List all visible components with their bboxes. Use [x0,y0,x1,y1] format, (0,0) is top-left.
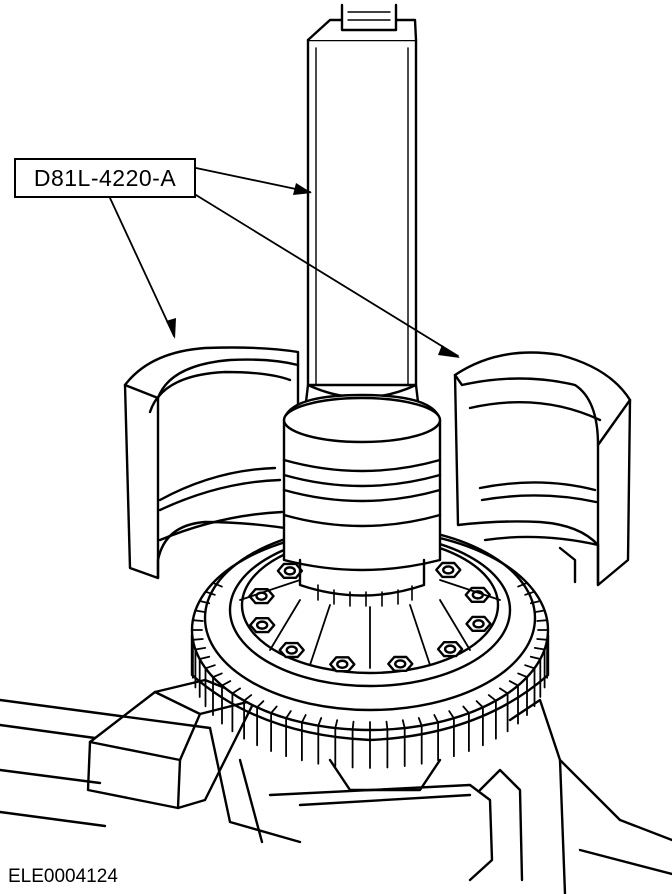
figure-id-label: ELE0004124 [8,866,118,887]
case-bolts [248,547,492,673]
case-bolt [249,617,276,634]
case-bolt [435,561,462,579]
case-bolt [278,641,305,659]
case-bolt [329,656,356,673]
bearing-remover-right-half [453,351,632,587]
adapter-collar [282,393,442,607]
vise-fixture [0,678,672,894]
case-bolt [276,562,304,579]
bearing-remover-left-half [123,346,300,580]
arrowheads [166,183,460,358]
puller-shaft [304,3,420,417]
case-bolt [436,641,464,658]
case-bolt [465,615,492,632]
case-webs [239,579,501,669]
case-bolt [387,655,414,672]
callout-leaders [109,167,459,357]
part-number-callout: D81L-4220-A [14,158,196,198]
